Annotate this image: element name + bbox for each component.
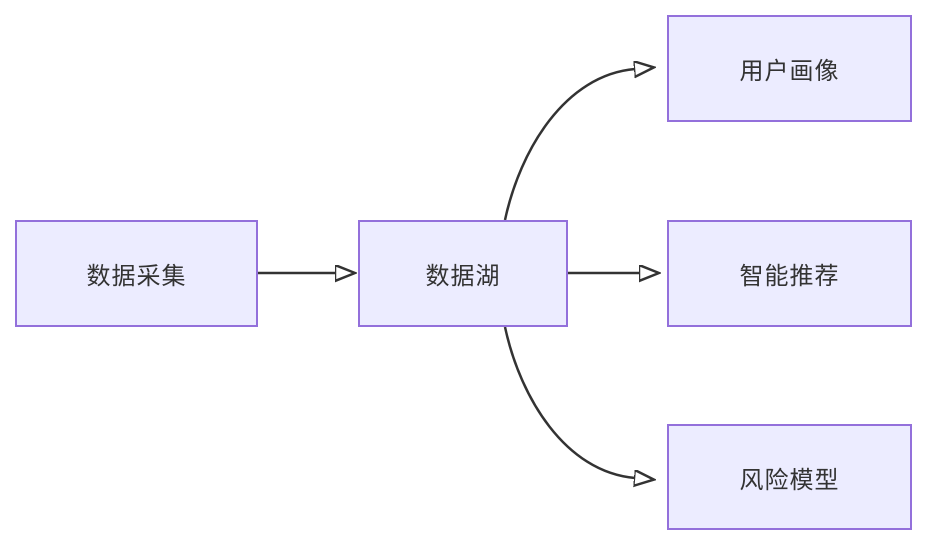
node-risk-model-label: 风险模型	[739, 466, 840, 494]
edge-lake-to-risk	[503, 326, 635, 478]
node-data-collection-label: 数据采集	[86, 263, 187, 290]
node-user-profile-label: 用户画像	[739, 58, 840, 85]
node-data-collection: 数据采集	[15, 220, 258, 327]
node-data-lake: 数据湖	[358, 220, 568, 327]
node-user-profile: 用户画像	[667, 15, 912, 122]
node-smart-recommend: 智能推荐	[667, 220, 912, 327]
node-smart-recommend-label: 智能推荐	[739, 263, 840, 290]
edge-lake-to-profile	[503, 69, 635, 221]
node-data-lake-label: 数据湖	[425, 263, 501, 290]
node-risk-model: 风险模型	[667, 424, 912, 530]
